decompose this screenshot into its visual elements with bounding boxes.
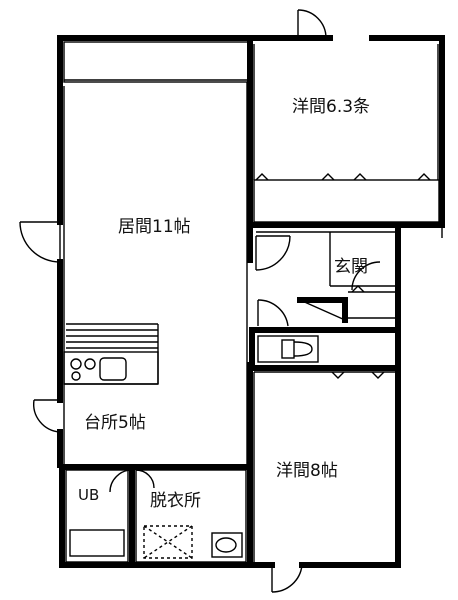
room-label-unit-bath: UB xyxy=(78,486,100,504)
sink-icon xyxy=(99,357,127,381)
toilet-bowl-icon xyxy=(293,341,313,357)
room-label-entrance: 玄関 xyxy=(334,257,368,277)
room-label-western-b: 洋間8帖 xyxy=(276,461,338,481)
toilet-tank-icon xyxy=(281,339,295,359)
fixtures xyxy=(70,299,346,553)
room-label-dressing: 脱衣所 xyxy=(150,491,201,511)
door-swings xyxy=(19,9,443,593)
burner-icon xyxy=(70,358,82,370)
washbasin-icon xyxy=(215,537,237,553)
room-label-kitchen: 台所5帖 xyxy=(84,413,146,433)
thin-lines xyxy=(63,41,440,563)
burner-icon xyxy=(71,371,81,381)
walls xyxy=(57,35,445,568)
burner-icon xyxy=(84,358,96,370)
room-label-living: 居間11帖 xyxy=(118,217,191,237)
room-label-western-a: 洋間6.3条 xyxy=(292,97,371,117)
